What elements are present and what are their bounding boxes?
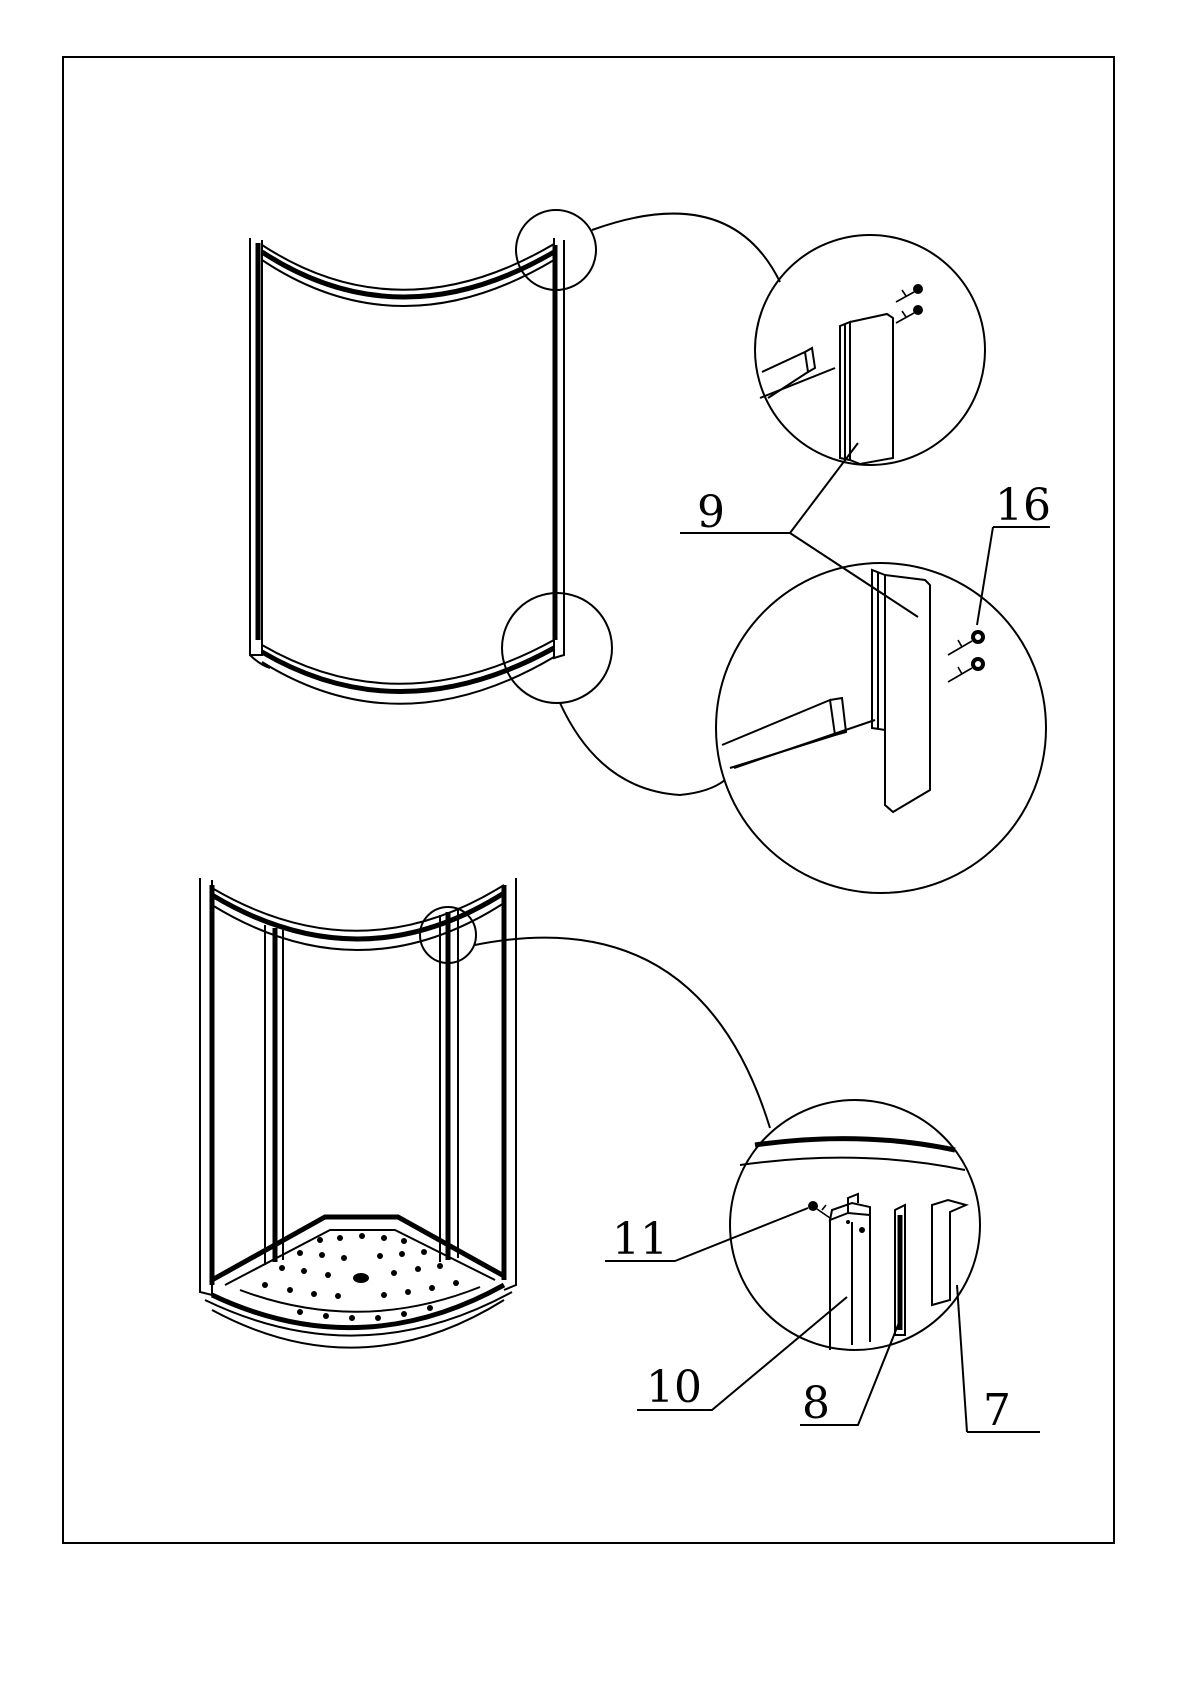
callout-11: 11 [612, 1214, 668, 1265]
callout-8: 8 [802, 1378, 830, 1429]
screw-icon [896, 305, 923, 323]
callout-16: 16 [995, 480, 1051, 531]
screw-icon [896, 284, 923, 302]
screw-icon [808, 1201, 830, 1218]
shower-enclosure [200, 878, 516, 1348]
zoom-detail-upper [755, 235, 985, 465]
zoom-detail-lower [716, 563, 1046, 893]
page-border [63, 57, 1114, 1543]
drain-icon [353, 1273, 369, 1283]
callout-7: 7 [983, 1385, 1011, 1436]
curved-door-panel [250, 238, 564, 704]
callout-9: 9 [697, 487, 725, 538]
screw-icon [948, 657, 985, 682]
screw-icon [948, 630, 985, 655]
callout-10: 10 [646, 1362, 702, 1413]
